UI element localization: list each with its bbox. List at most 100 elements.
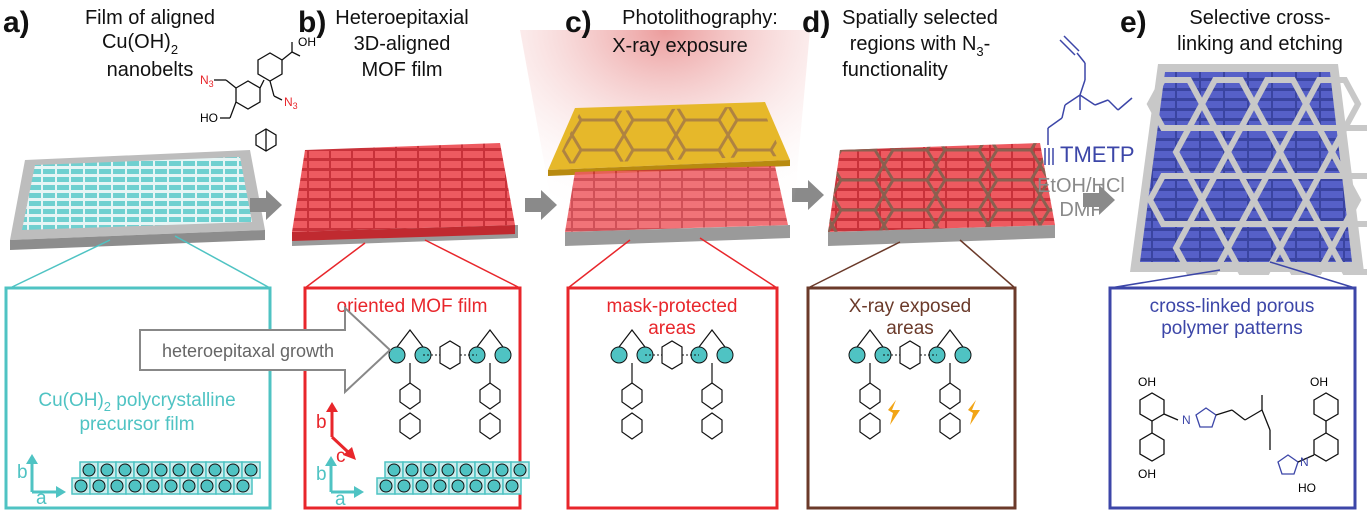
carboxylate-bond [396, 329, 424, 348]
copper-node [459, 463, 473, 477]
copper-node [848, 346, 866, 364]
benzene-ring [939, 412, 961, 440]
axis-ba-b [325, 456, 364, 498]
dabco-pillar [899, 340, 921, 370]
condition-dmf: DMF [1059, 199, 1102, 221]
carboxylate-bond [856, 329, 884, 348]
oriented-mof-inset [303, 286, 522, 510]
copper-node [164, 479, 178, 493]
mof-structure [388, 329, 512, 440]
axis-ba-a [26, 454, 66, 498]
oh-label: OH [298, 35, 316, 49]
carboxylate-bond [936, 329, 964, 348]
copper-node [136, 463, 150, 477]
copper-node [513, 463, 527, 477]
copper-node [716, 346, 734, 364]
xray-exposed-inset [806, 286, 1017, 510]
copper-node [469, 479, 483, 493]
copper-node [433, 479, 447, 493]
benzene-ring [621, 382, 643, 410]
benzene-ring [479, 412, 501, 440]
panel-e-title-line2: linking and etching [1177, 33, 1343, 55]
panel-c: c) Photolithography: X-ray exposure mask… [520, 6, 810, 510]
panel-b-title-line1: Heteroepitaxial [335, 7, 468, 29]
benzene-ring [701, 382, 723, 410]
mask-protected-label-line1: mask-protected [607, 296, 738, 317]
copper-node [954, 346, 972, 364]
copper-node [388, 346, 406, 364]
panel-b: b) Heteroepitaxial 3D-aligned MOF film o… [292, 6, 530, 510]
axis-a-label: a [36, 488, 47, 509]
arrow-label: heteroepitaxal growth [162, 341, 334, 361]
panel-a-title-line3: nanobelts [107, 59, 194, 81]
linker-molecule [214, 42, 301, 152]
copper-node [110, 479, 124, 493]
mask-protected-inset [566, 286, 779, 510]
copper-node [451, 479, 465, 493]
ho-label: HO [200, 111, 218, 125]
copper-node [118, 463, 132, 477]
precursor-film-inset [4, 286, 272, 510]
copper-node [236, 479, 250, 493]
lightning-icon [968, 400, 980, 425]
copper-node [208, 463, 222, 477]
copper-node [82, 463, 96, 477]
ho-label: HO [1298, 481, 1316, 495]
benzene-ring [399, 382, 421, 410]
carboxylate-bond [618, 329, 646, 348]
panel-b-title-line3: MOF film [361, 59, 442, 81]
polymer-pattern-illustration [1130, 64, 1367, 275]
mof-structure [610, 329, 734, 440]
benzene-ring [859, 382, 881, 410]
panel-label-b: b) [298, 6, 326, 39]
copper-node [477, 463, 491, 477]
triazole-n-label: N [1182, 413, 1191, 427]
arrow-right-icon [250, 190, 282, 220]
copper-node [128, 479, 142, 493]
precursor-film-label-line1: Cu(OH)2 polycrystalline [38, 390, 235, 414]
mask-protected-label-line2: areas [648, 318, 696, 339]
process-arrows [250, 180, 1115, 220]
copper-node [495, 463, 509, 477]
heteroepitaxial-growth-arrow: heteroepitaxal growth [139, 305, 392, 395]
carboxylate-bond [476, 329, 504, 348]
axis-c-label: c [336, 446, 346, 467]
n3-label: N3 [284, 95, 298, 111]
polymer-label-line1: cross-linked porous [1150, 296, 1315, 317]
copper-node [244, 463, 258, 477]
copper-node [379, 479, 393, 493]
copper-node [397, 479, 411, 493]
panel-e: e) Selective cross- linking and etching … [1108, 6, 1367, 510]
copper-node [226, 463, 240, 477]
tmetp-molecule [1044, 35, 1133, 165]
nanobelt-film-illustration [10, 150, 265, 250]
panel-c-title-line2: X-ray exposure [612, 35, 748, 57]
panel-label-c: c) [565, 6, 592, 39]
panel-d-title-line1: Spatially selected [842, 7, 998, 29]
copper-node [423, 463, 437, 477]
copper-node [415, 479, 429, 493]
dabco-pillar [439, 340, 461, 370]
axis-b-label: b [17, 462, 28, 483]
copper-node [441, 463, 455, 477]
benzene-ring [859, 412, 881, 440]
dabco-pillar [661, 340, 683, 370]
copper-node [172, 463, 186, 477]
copper-node [200, 479, 214, 493]
axis-a-label: a [335, 489, 346, 510]
polymer-inset [1108, 286, 1357, 510]
copper-node [92, 479, 106, 493]
panel-label-a: a) [3, 6, 30, 39]
cuoh2-lattice [71, 461, 261, 495]
panel-a-title-line1: Film of aligned [85, 7, 215, 29]
copper-node [387, 463, 401, 477]
arrow-right-icon [1083, 185, 1115, 215]
benzene-ring [479, 382, 501, 410]
oh-label: OH [1138, 467, 1156, 481]
panel-c-title-line1: Photolithography: [622, 7, 778, 29]
triazole-n-label: N [1300, 455, 1309, 469]
panel-a: a) Film of aligned Cu(OH)2 nanobelts Cu(… [3, 6, 272, 510]
copper-node [146, 479, 160, 493]
copper-node [154, 463, 168, 477]
panel-d-title-line2: regions with N3- [850, 33, 991, 59]
